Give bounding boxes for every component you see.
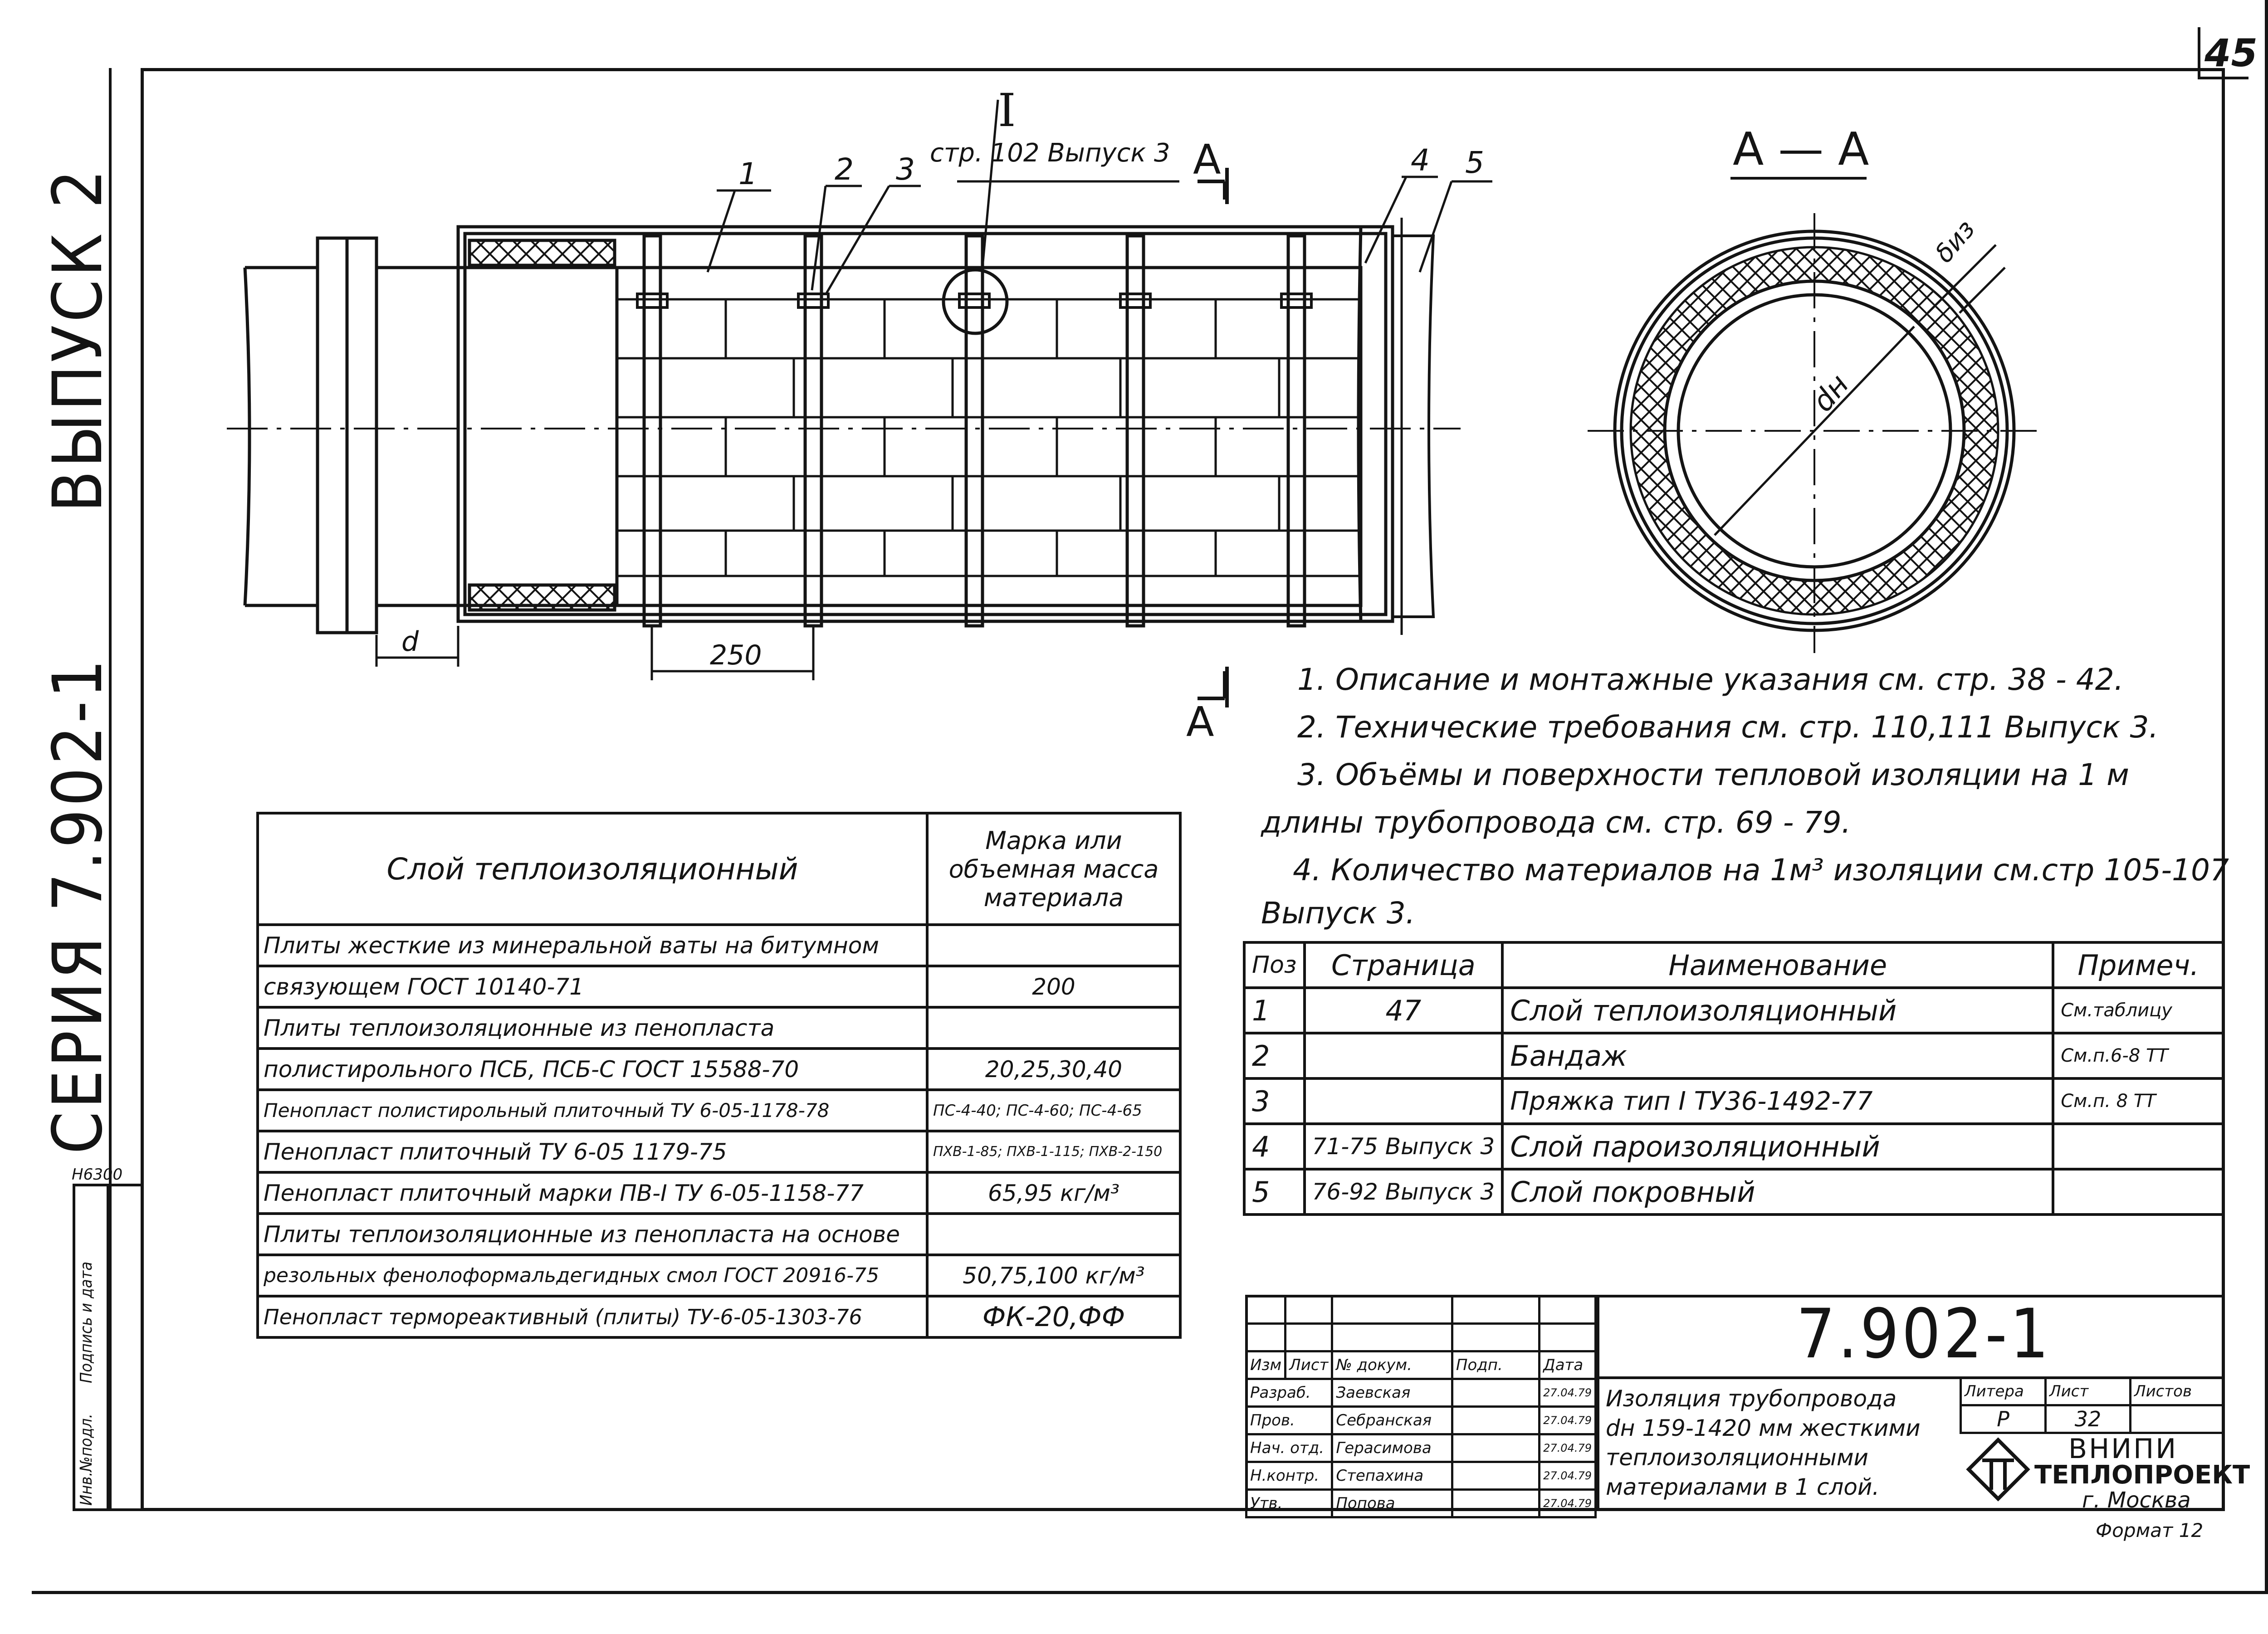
detail-reference: стр. 102 Выпуск 3 <box>930 138 1170 168</box>
document-code: 7.902-1 <box>1796 1295 2052 1374</box>
insulation-outer-cover <box>456 225 1394 623</box>
drawing-title-line-1: Изоляция трубопровода <box>1606 1385 1897 1412</box>
section-title-underline <box>1730 177 1867 180</box>
note-1: 1. Описание и монтажные указания см. стр… <box>1297 662 2124 697</box>
drawing-title-line-2: dн 159-1420 мм жесткими <box>1606 1415 1921 1441</box>
note-4-cont: Выпуск 3. <box>1261 896 1415 931</box>
materials-table: Слой теплоизоляционный Марка или объемна… <box>256 812 1182 1339</box>
table-row <box>1245 1295 1597 1325</box>
staff-grid: Изм Лист № докум. Подп. Дата Разраб.Заев… <box>1245 1295 1597 1518</box>
callout-3: 3 <box>896 152 915 187</box>
title-block-divider <box>1597 1295 1599 1511</box>
table-row: Р 32 <box>1960 1404 2225 1434</box>
detail-circle <box>942 268 1009 335</box>
side-strip-line <box>109 68 112 1511</box>
title-block-divider <box>1597 1376 2225 1379</box>
insulation-blocks <box>615 266 1363 607</box>
table-row: полистирольного ПСБ, ПСБ-С ГОСТ 15588-70… <box>256 1047 1182 1091</box>
note-4: 4. Количество материалов на 1м³ изоляции… <box>1293 853 2229 888</box>
page-number-box <box>2198 27 2248 79</box>
bare-pipe <box>243 266 318 607</box>
organization-logo <box>1966 1437 2030 1502</box>
table-row <box>1245 1322 1597 1352</box>
callout-5: 5 <box>1465 145 1484 180</box>
table-row: Плиты теплоизоляционные из пенопласта на… <box>256 1212 1182 1256</box>
dimension-250: 250 <box>710 639 762 671</box>
format-label: Формат 12 <box>2096 1519 2204 1541</box>
stage-grid: Литера Лист Листов Р 32 <box>1960 1376 2225 1434</box>
vapor-barrier-hatch-top <box>468 239 616 267</box>
spec-header-pos: Поз <box>1243 941 1306 989</box>
drawing-title-line-3: теплоизоляционными <box>1606 1444 1869 1471</box>
section-mark-bottom: A <box>1186 698 1214 746</box>
inventory-number: Н6300 <box>72 1166 123 1184</box>
note-3-cont: длины трубопровода см. стр. 69 - 79. <box>1261 805 1851 840</box>
table-row: Литера Лист Листов <box>1960 1376 2225 1406</box>
page-number: 45 <box>2204 31 2258 75</box>
organization-name-2: ТЕПЛОПРОЕКТ <box>2034 1460 2250 1490</box>
drawing-title-line-4: материалами в 1 слой. <box>1606 1474 1880 1500</box>
table-row: Изм Лист № докум. Подп. Дата <box>1245 1350 1597 1380</box>
materials-header-layer: Слой теплоизоляционный <box>256 812 929 926</box>
section-title: А — А <box>1733 122 1869 176</box>
spec-header-page: Страница <box>1303 941 1504 989</box>
buckles <box>636 293 1313 309</box>
table-row: Пенопласт плиточный марки ПВ-I ТУ 6-05-1… <box>256 1171 1182 1215</box>
section-mark-top: A <box>1193 136 1221 184</box>
table-row: Пенопласт термореактивный (плиты) ТУ-6-0… <box>256 1295 1182 1339</box>
callout-4: 4 <box>1411 143 1430 178</box>
table-row: Пенопласт полистирольный плиточный ТУ 6-… <box>256 1088 1182 1132</box>
note-2: 2. Технические требования см. стр. 110,1… <box>1297 710 2159 745</box>
sheet-border <box>32 0 2268 1594</box>
dimension-d: d <box>401 626 419 658</box>
spec-header-name: Наименование <box>1501 941 2055 989</box>
note-3: 3. Объёмы и поверхности тепловой изоляци… <box>1297 757 2129 792</box>
table-row: Плиты теплоизоляционные из пенопласта <box>256 1006 1182 1050</box>
inventory-divider <box>107 1184 109 1511</box>
section-view <box>1588 213 2046 653</box>
materials-header-mark: Марка или объемная масса материала <box>926 812 1182 926</box>
detail-label: I <box>998 84 1016 137</box>
organization-name-1: ВНИПИ <box>2068 1433 2178 1465</box>
organization-city: г. Москва <box>2082 1488 2191 1513</box>
callout-2: 2 <box>835 152 854 187</box>
table-row: резольных фенолоформальдегидных смол ГОС… <box>256 1254 1182 1297</box>
drawing-frame <box>141 68 2225 1511</box>
table-row: Плиты жесткие из минеральной ваты на бит… <box>256 923 1182 967</box>
callout-1: 1 <box>738 156 758 191</box>
spec-header-row: Поз Страница Наименование Примеч. <box>1243 941 2225 989</box>
spec-header-note: Примеч. <box>2052 941 2225 989</box>
vapor-barrier-hatch-bottom <box>468 583 616 612</box>
